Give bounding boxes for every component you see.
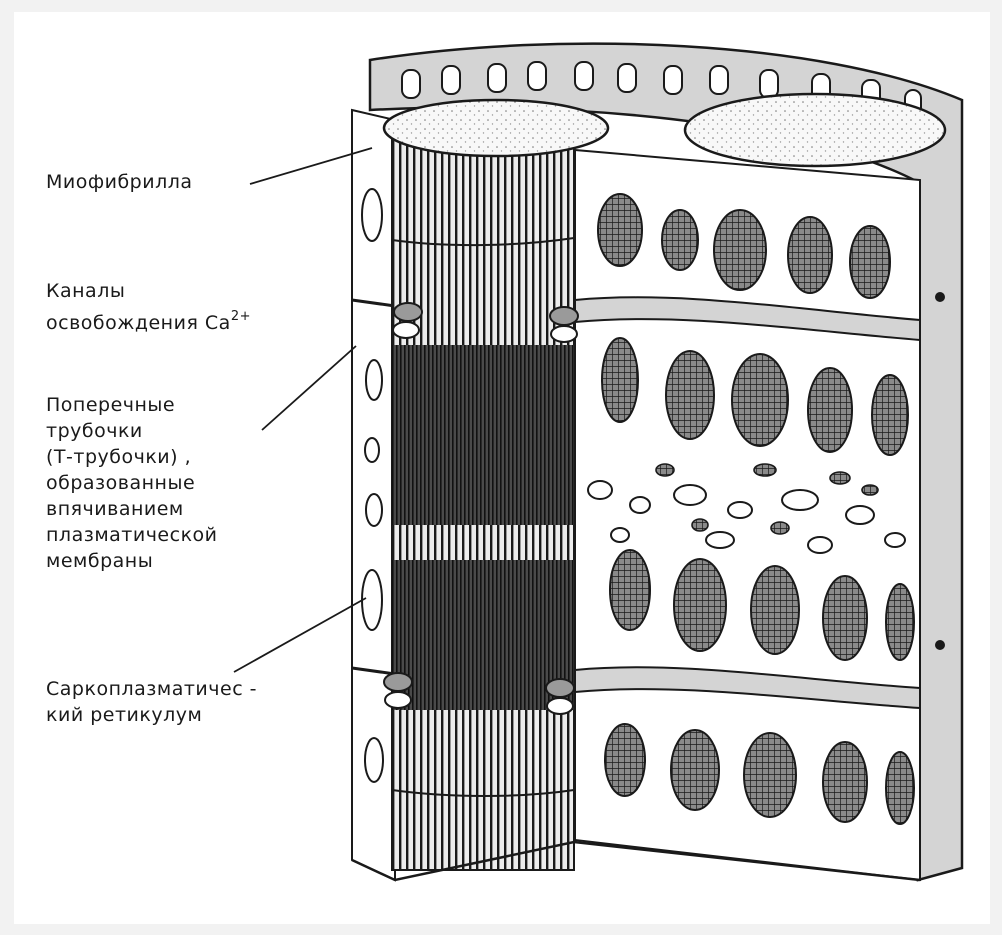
label-t-tubules-line: (Т-трубочки) , (46, 444, 218, 470)
label-sr-line-1: Саркоплазматичес - (46, 676, 257, 702)
second-myofibril-top-face (685, 94, 945, 166)
label-calcium-line-2-text: освобождения Ca (46, 312, 231, 334)
label-t-tubules-line: впячиванием (46, 496, 218, 522)
label-t-tubules-line: образованные (46, 470, 218, 496)
label-t-tubules-line: мембраны (46, 548, 218, 574)
label-calcium-line-1: Каналы (46, 278, 251, 304)
label-t-tubules-line: плазматической (46, 522, 218, 548)
sarcoplasm-block (575, 150, 920, 880)
myofibril (384, 100, 608, 870)
myofibril-top-face (384, 100, 608, 156)
label-calcium-release-channels: Каналы освобождения Ca2+ (46, 278, 251, 336)
calcium-superscript: 2+ (231, 309, 251, 324)
label-myofibril: Миофибрилла (46, 169, 193, 195)
label-sarcoplasmic-reticulum: Саркоплазматичес - кий ретикулум (46, 676, 257, 728)
label-calcium-line-2: освобождения Ca2+ (46, 304, 251, 336)
sarcoplasm-left (352, 110, 395, 880)
label-t-tubules: Поперечные трубочки (Т-трубочки) , образ… (46, 392, 218, 574)
label-t-tubules-line: Поперечные (46, 392, 218, 418)
label-t-tubules-line: трубочки (46, 418, 218, 444)
label-sr-line-2: кий ретикулум (46, 702, 257, 728)
label-myofibril-text: Миофибрилла (46, 169, 193, 195)
